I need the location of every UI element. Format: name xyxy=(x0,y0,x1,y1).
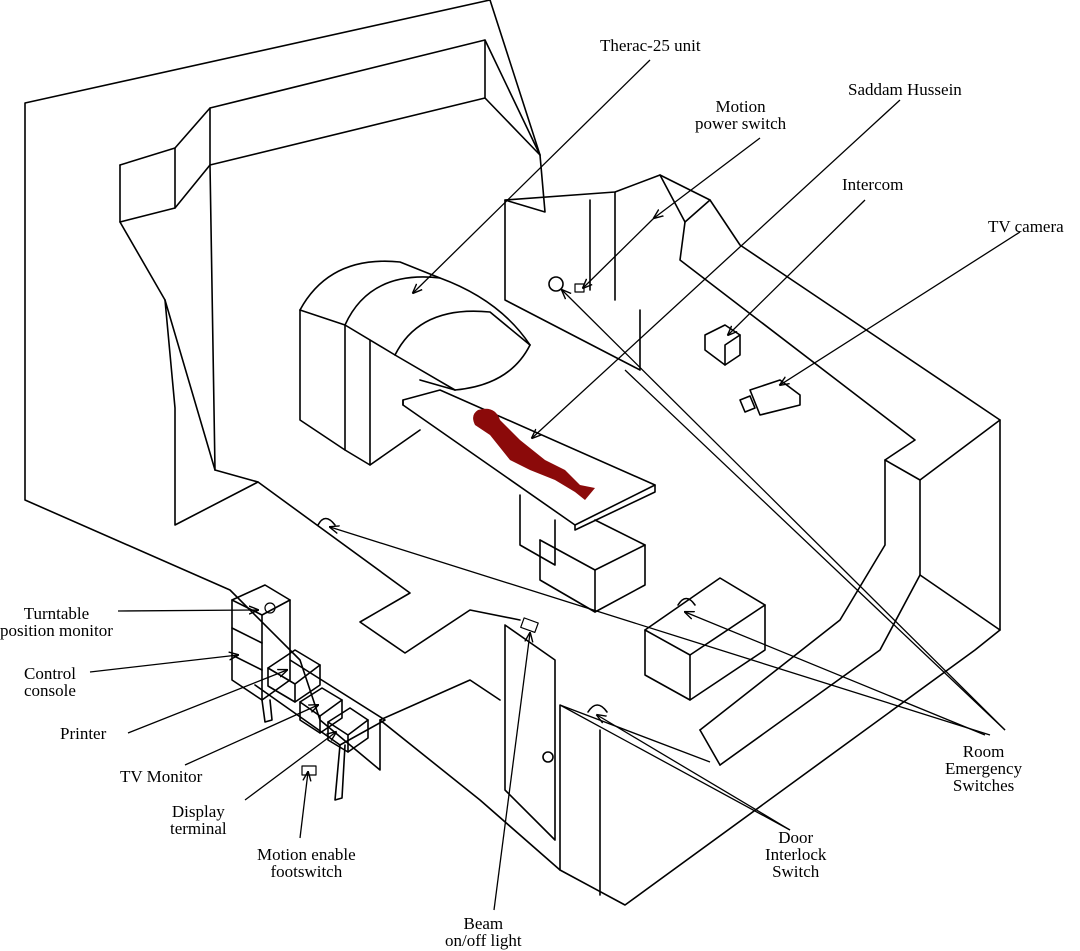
label-display-terminal: Display terminal xyxy=(170,802,227,838)
label-tv-camera: TV camera xyxy=(988,217,1064,236)
label-motion-enable-footswitch: Motion enable footswitch xyxy=(257,845,356,881)
label-room-emergency-switches: Room Emergency Switches xyxy=(945,742,1023,795)
label-control-console: Control console xyxy=(24,664,76,700)
label-saddam-hussein: Saddam Hussein xyxy=(848,80,962,99)
label-tv-monitor: TV Monitor xyxy=(120,767,203,786)
label-intercom: Intercom xyxy=(842,175,904,194)
room-fixtures xyxy=(317,276,801,841)
label-beam-on-off-light: Beam on/off light xyxy=(445,914,522,950)
label-turntable-position-monitor: Turntable position monitor xyxy=(0,604,113,640)
label-printer: Printer xyxy=(60,724,107,743)
therac-25-unit xyxy=(299,260,531,466)
label-motion-power-switch: Motion power switch xyxy=(695,97,787,133)
patient-figure xyxy=(473,408,595,500)
label-therac-25-unit: Therac-25 unit xyxy=(600,36,701,55)
treatment-table xyxy=(402,389,656,613)
label-door-interlock-switch: Door Interlock Switch xyxy=(765,828,827,881)
room-walls xyxy=(24,0,1001,906)
control-console xyxy=(231,584,386,801)
pointer-lines xyxy=(89,59,1021,911)
